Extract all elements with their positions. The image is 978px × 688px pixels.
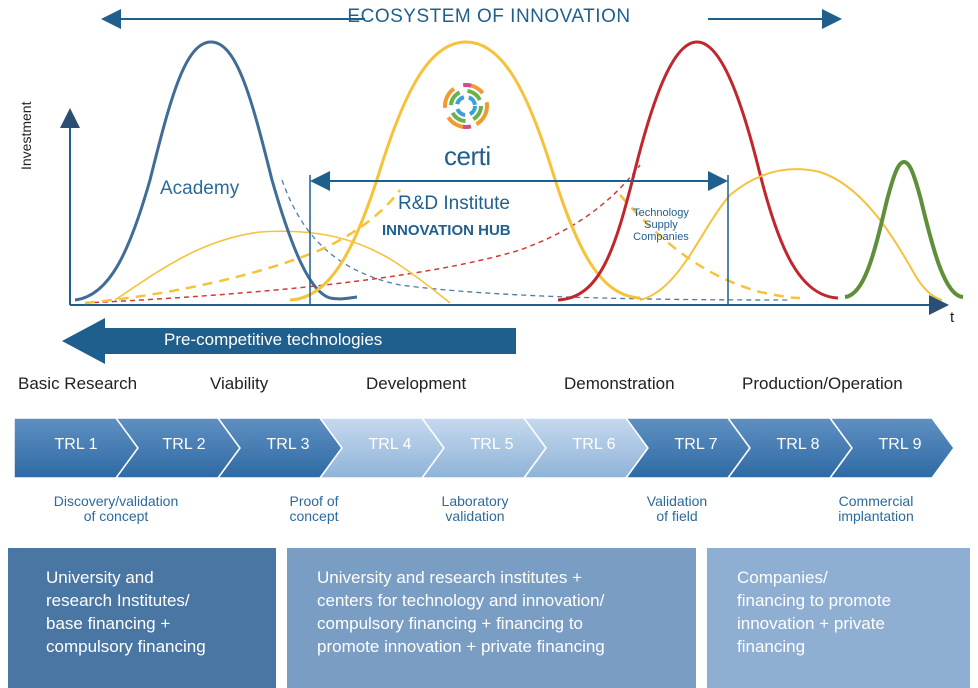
box-line: compulsory financing + financing to xyxy=(317,614,584,633)
box-line: research Institutes/ xyxy=(46,591,190,610)
tech-supply-curve xyxy=(557,40,839,302)
x-axis-label: t xyxy=(950,309,955,326)
trl-5: TRL 5 xyxy=(470,436,514,453)
box-line: centers for technology and innovation/ xyxy=(317,591,605,610)
box-line: base financing + xyxy=(46,614,171,633)
milestone-line: Validation xyxy=(646,493,708,509)
milestone-line: Proof of xyxy=(289,493,339,509)
box-line: financing to promote xyxy=(737,591,892,610)
tsc-line-3: Companies xyxy=(633,231,689,243)
y-axis-label: Investment xyxy=(18,101,34,170)
milestone-line: validation xyxy=(445,508,505,524)
trl-1: TRL 1 xyxy=(54,436,98,453)
milestone-line: concept xyxy=(289,508,339,524)
phase-demonstration: Demonstration xyxy=(564,374,675,393)
innovation-hub-label: INNOVATION HUB xyxy=(382,222,511,239)
rd-institute-curve xyxy=(289,40,641,302)
trl-3: TRL 3 xyxy=(266,436,310,453)
box-line: promote innovation + private financing xyxy=(317,637,605,656)
ecosystem-title: ECOSYSTEM OF INNOVATION xyxy=(347,6,631,27)
financing-box-university: University and research Institutes/ base… xyxy=(8,548,276,688)
production-green-curve xyxy=(844,159,964,299)
milestone-line: Commercial xyxy=(838,493,914,509)
box-line: University and xyxy=(46,568,154,587)
milestone-line: implantation xyxy=(838,508,914,524)
certi-logo-text: certi xyxy=(444,141,491,171)
box-line: financing xyxy=(737,637,806,656)
certi-logo-icon xyxy=(443,83,489,129)
milestone-laboratory: Laboratory validation xyxy=(420,494,530,524)
phase-basic-research: Basic Research xyxy=(18,374,138,393)
box-line: compulsory financing xyxy=(46,637,206,656)
academy-curve xyxy=(74,40,358,302)
milestone-commercial: Commercial implantation xyxy=(810,494,942,524)
financing-box-institutes: University and research institutes + cen… xyxy=(287,548,696,688)
blue-dashed-curve xyxy=(281,179,791,301)
trl-chevron-band xyxy=(13,417,955,479)
precompetitive-arrow xyxy=(62,318,516,364)
trl-7: TRL 7 xyxy=(674,436,718,453)
milestone-field: Validation of field xyxy=(622,494,732,524)
rd-institute-label: R&D Institute xyxy=(398,193,510,214)
trl-chevron-9 xyxy=(828,417,955,479)
milestone-proof: Proof of concept xyxy=(264,494,364,524)
phase-production-operation: Production/Operation xyxy=(742,374,903,393)
milestone-discovery: Discovery/validation of concept xyxy=(26,494,206,524)
milestone-line: of field xyxy=(656,508,698,524)
precompetitive-label: Pre-competitive technologies xyxy=(164,330,383,349)
trl-2: TRL 2 xyxy=(162,436,206,453)
trl-9: TRL 9 xyxy=(878,436,922,453)
financing-box-companies: Companies/ financing to promote innovati… xyxy=(707,548,970,688)
tsc-line-2: Supply xyxy=(644,219,678,231)
box-line: Companies/ xyxy=(737,568,828,587)
red-dashed-curve xyxy=(84,164,641,304)
yellow-dashed-rise xyxy=(84,189,401,305)
production-yellow-curve xyxy=(639,168,943,301)
technology-supply-label: Technology Supply Companies xyxy=(622,207,700,243)
trl-6: TRL 6 xyxy=(572,436,616,453)
academy-label: Academy xyxy=(160,178,240,199)
box-line: University and research institutes + xyxy=(317,568,583,587)
trl-4: TRL 4 xyxy=(368,436,412,453)
tsc-line-1: Technology xyxy=(633,207,689,219)
trl-8: TRL 8 xyxy=(776,436,820,453)
box-line: innovation + private xyxy=(737,614,885,633)
milestone-line: Discovery/validation xyxy=(53,493,179,509)
phase-viability: Viability xyxy=(210,374,269,393)
milestone-line: of concept xyxy=(83,508,149,524)
yellow-dashed-decay xyxy=(619,194,801,300)
yellow-viability-curve xyxy=(114,230,451,304)
milestone-line: Laboratory xyxy=(441,493,509,509)
phase-development: Development xyxy=(366,374,467,393)
